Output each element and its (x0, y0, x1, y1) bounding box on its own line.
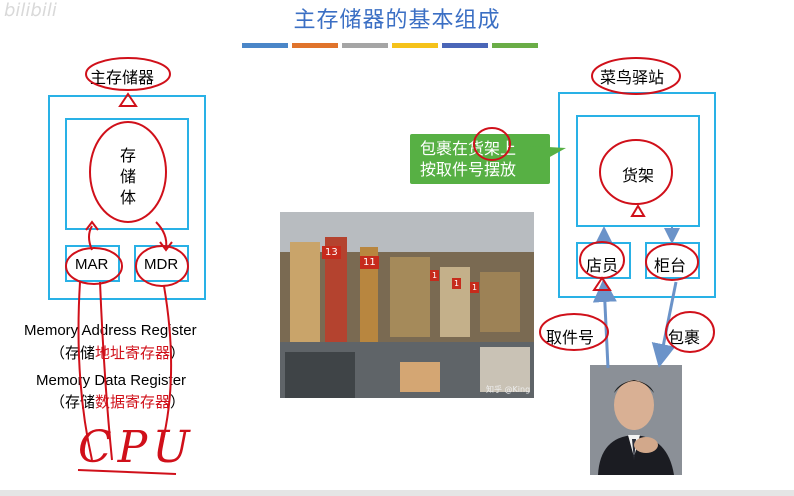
ink-arrow-storage-mdr (155, 221, 168, 249)
mar-chinese-name: （存储地址寄存器） (50, 342, 185, 363)
mdr-chinese-name: （存储数据寄存器） (50, 391, 185, 412)
bottom-scrollbar[interactable] (0, 490, 794, 496)
mdr-cn-red: 数据寄存器 (95, 393, 171, 411)
package-label: 包裹 (668, 328, 701, 347)
rack-number-5: 1 (470, 282, 480, 293)
clerk-label: 店员 (586, 256, 619, 275)
mar-label: MAR (75, 256, 109, 273)
storage-body-box (65, 118, 189, 230)
stripe-5 (442, 43, 488, 48)
ink-circle-storage (89, 121, 167, 223)
watermark-logo: bilibili (4, 0, 57, 21)
ink-triangle-clerk (592, 276, 612, 291)
person-photo-art (590, 365, 682, 475)
callout-line-1: 包裹在货架上 (420, 139, 517, 158)
storage-char-2: 储 (119, 167, 136, 186)
ink-circle-counter (645, 243, 699, 281)
pickup-code-label: 取件号 (546, 328, 595, 347)
warehouse-photo-art (280, 212, 534, 398)
callout-line-2: 按取件号摆放 (420, 160, 517, 179)
callout-pointer (530, 146, 566, 168)
stripe-1 (242, 43, 288, 48)
mar-cn-red: 地址寄存器 (95, 344, 171, 362)
mar-cn-open: （存储 (50, 344, 96, 362)
slide-title: 主存储器的基本组成 (293, 8, 501, 33)
ink-circle-shelf (599, 139, 673, 205)
red-ink-annotations (65, 57, 715, 475)
stripe-6 (492, 43, 538, 48)
shelf-label: 货架 (622, 166, 655, 185)
ink-line-cpu-right (159, 285, 173, 453)
cpu-handwritten: CPU (78, 422, 196, 473)
ink-triangle-shelf (630, 204, 646, 217)
ink-circle-mdr (135, 245, 189, 287)
mdr-cn-close: ） (170, 393, 186, 411)
ink-triangle-heading (118, 92, 138, 107)
ink-circle-package (665, 311, 715, 353)
rack-number-2: 11 (360, 256, 379, 269)
ink-circle-pickup (539, 313, 609, 351)
ink-line-cpu-left (77, 281, 93, 461)
ink-line-cpu-mid (99, 281, 113, 461)
stripe-3 (342, 43, 388, 48)
warehouse-photo: 13 11 1 1 1 知乎 @King (280, 212, 534, 398)
stripe-2 (292, 43, 338, 48)
ink-arrow-mar-up-head (85, 220, 99, 231)
rack-number-3: 1 (430, 270, 440, 281)
mdr-full-name: Memory Data Register (36, 372, 187, 389)
main-memory-heading: 主存储器 (90, 68, 155, 87)
mdr-label: MDR (144, 256, 179, 273)
ink-cpu-underline (77, 469, 177, 475)
storage-char-1: 存 (119, 146, 136, 165)
photo-caption: 知乎 @King (486, 385, 531, 394)
rack-number-1: 13 (322, 246, 341, 259)
ink-circle-callout-shelf (473, 127, 511, 161)
ink-arrow-storage-mdr-head (159, 241, 173, 252)
shelf-box (576, 115, 700, 227)
mar-cn-close: ） (170, 344, 186, 362)
rack-number-4: 1 (452, 278, 462, 289)
ink-arrow-mar-up (88, 225, 93, 251)
counter-label: 柜台 (654, 256, 687, 275)
stripe-4 (392, 43, 438, 48)
ink-circle-cainiao (591, 57, 681, 95)
shelf-callout: 包裹在货架上 按取件号摆放 (410, 134, 550, 184)
person-photo (590, 365, 682, 475)
storage-char-3: 体 (119, 188, 136, 207)
cainiao-heading: 菜鸟驿站 (600, 68, 665, 87)
ink-circle-heading (85, 57, 171, 91)
ink-circle-clerk (579, 241, 625, 279)
storage-body-label: 存 储 体 (118, 145, 138, 208)
ink-circle-mar (65, 247, 123, 285)
mar-full-name: Memory Address Register (24, 322, 197, 339)
